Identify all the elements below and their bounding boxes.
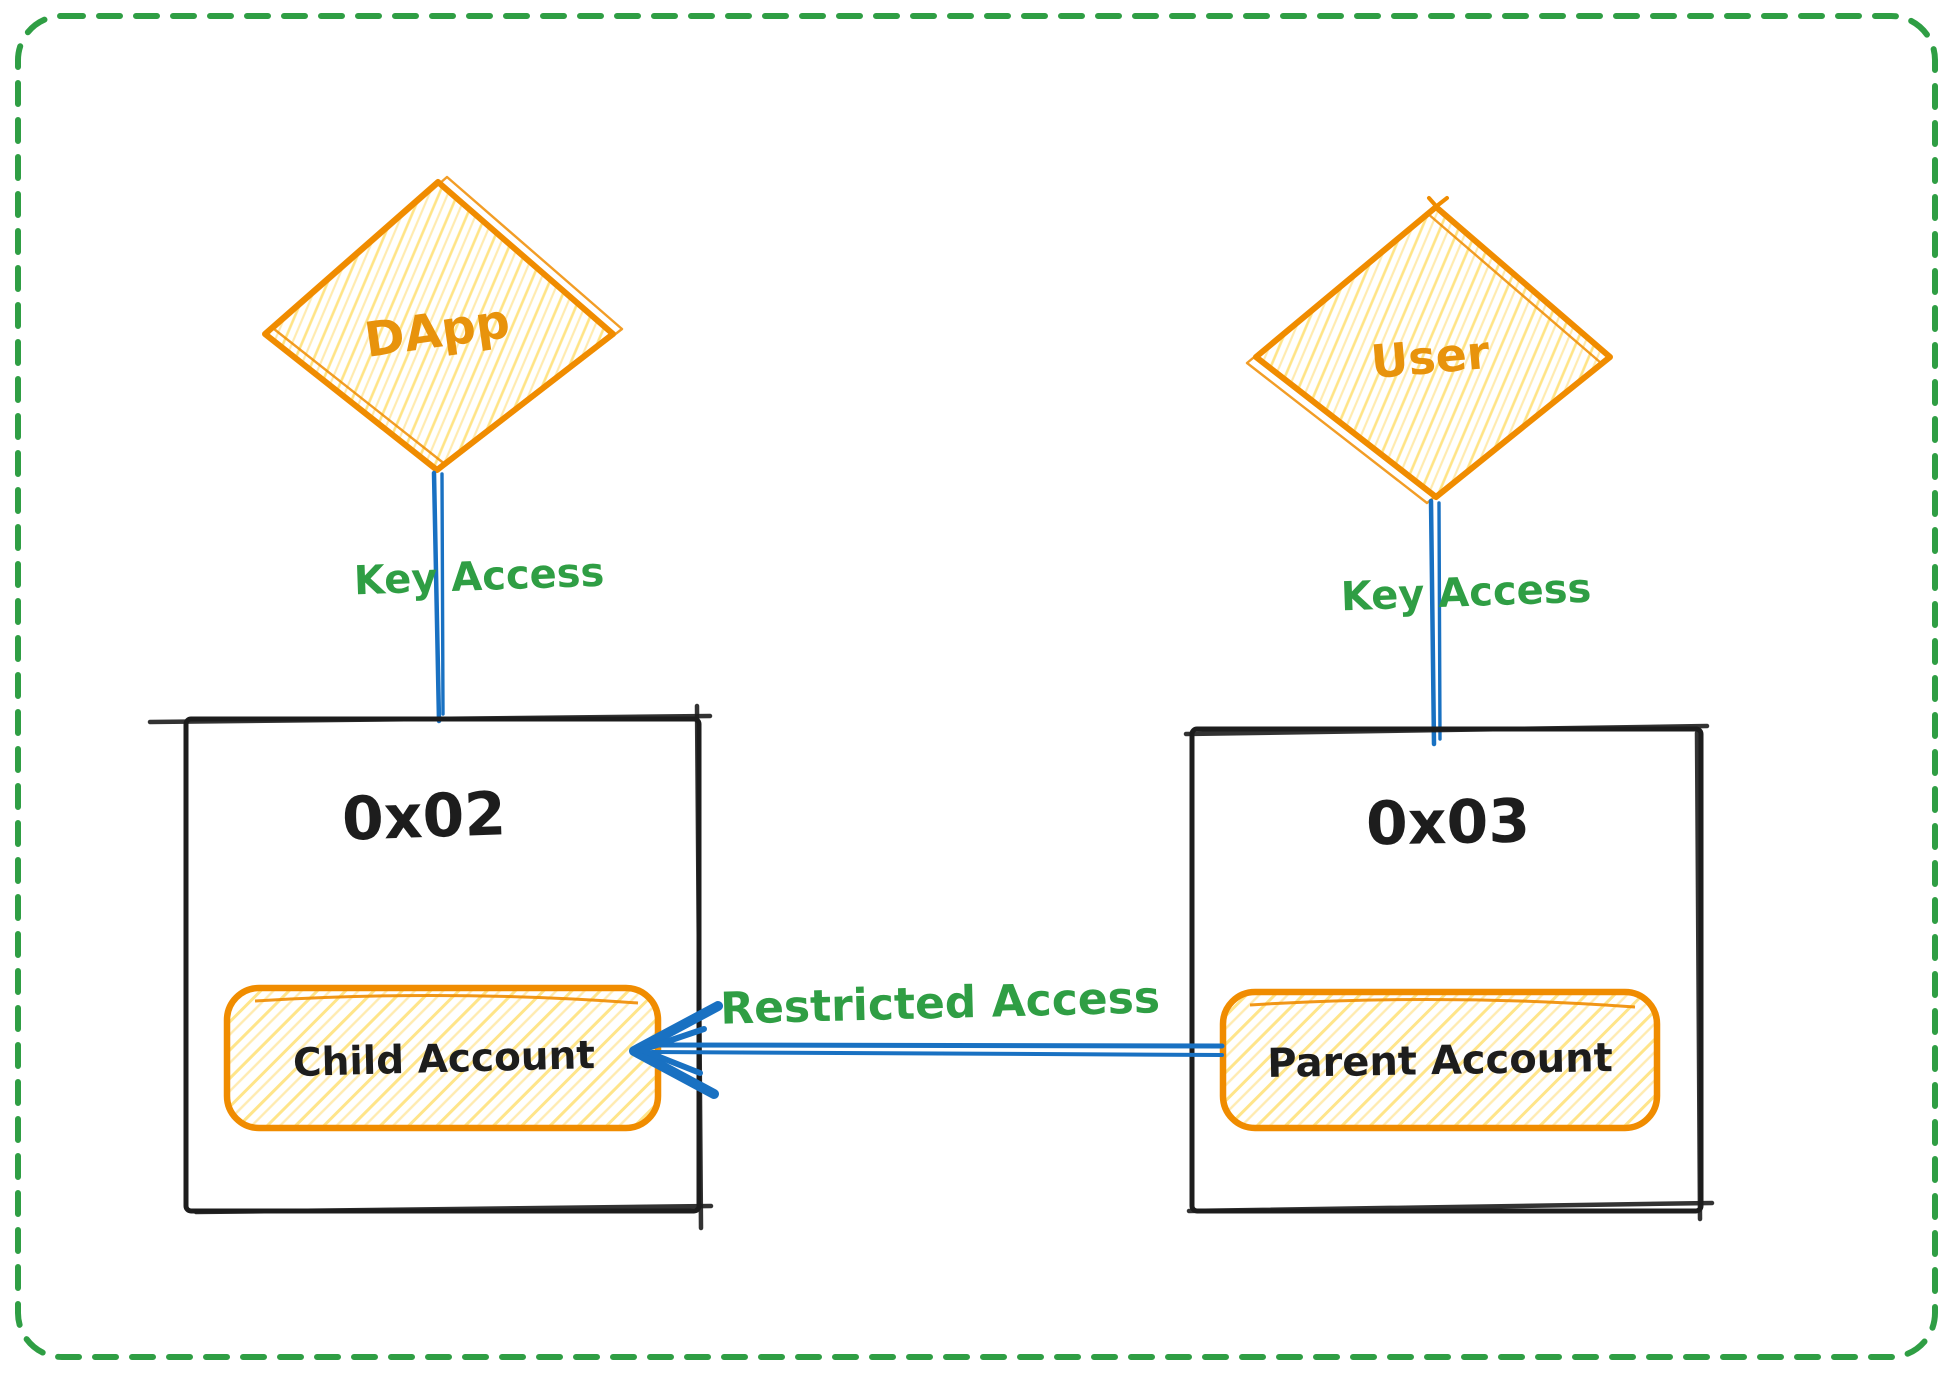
parent-account-label: Parent Account (1267, 1035, 1613, 1087)
user-node: User (1245, 196, 1613, 505)
key-access-edge-user: Key Access (1340, 498, 1592, 747)
restricted-access-line-a (655, 1042, 1225, 1049)
dapp-node: DApp (262, 175, 624, 473)
outer-dashed-border (15, 13, 1938, 1360)
parent-account-pill-sketch (1249, 997, 1636, 1009)
restricted-access-line-b (650, 1050, 1224, 1057)
dapp-diamond (262, 179, 616, 473)
restricted-access-label: Restricted Access (720, 972, 1161, 1034)
box-0x03-top-sketch (1183, 723, 1710, 737)
parent-account-node: Parent Account (1219, 988, 1661, 1132)
key-access-line-left-a (431, 470, 442, 724)
child-account-label: Child Account (292, 1033, 595, 1086)
dapp-diamond-sketch-echo (272, 175, 624, 467)
child-account-node: Child Account (223, 984, 662, 1132)
account-box-0x02: 0x02 Child Account (147, 703, 714, 1231)
key-access-label-right: Key Access (1340, 566, 1592, 621)
restricted-access-edge: Restricted Access (629, 972, 1225, 1099)
box-0x02-top-sketch (147, 713, 713, 725)
restricted-access-arrowhead (629, 1001, 723, 1099)
child-account-pill-sketch (254, 993, 639, 1005)
account-box-0x03: 0x03 Parent Account (1183, 723, 1715, 1222)
key-access-line-right-a (1428, 498, 1437, 747)
parent-account-pill (1219, 988, 1661, 1132)
user-diamond-sketch-echo (1245, 211, 1603, 505)
restricted-access-arrowhead-inner (639, 1026, 707, 1076)
box-0x02-right-sketch (694, 703, 704, 1231)
box-0x03-bottom-sketch (1186, 1200, 1715, 1214)
user-label: User (1369, 325, 1492, 389)
box-0x03-right-sketch (1694, 730, 1703, 1222)
box-0x03-label: 0x03 (1365, 787, 1530, 860)
user-diamond-tip-sketch (1422, 196, 1449, 218)
box-0x02-bottom-sketch (193, 1203, 714, 1215)
key-access-line-right-b (1437, 501, 1442, 741)
key-access-line-left-b (440, 472, 445, 716)
box-0x02-label: 0x02 (341, 779, 507, 855)
key-access-label-left: Key Access (353, 550, 605, 605)
key-access-edge-dapp: Key Access (353, 470, 605, 724)
